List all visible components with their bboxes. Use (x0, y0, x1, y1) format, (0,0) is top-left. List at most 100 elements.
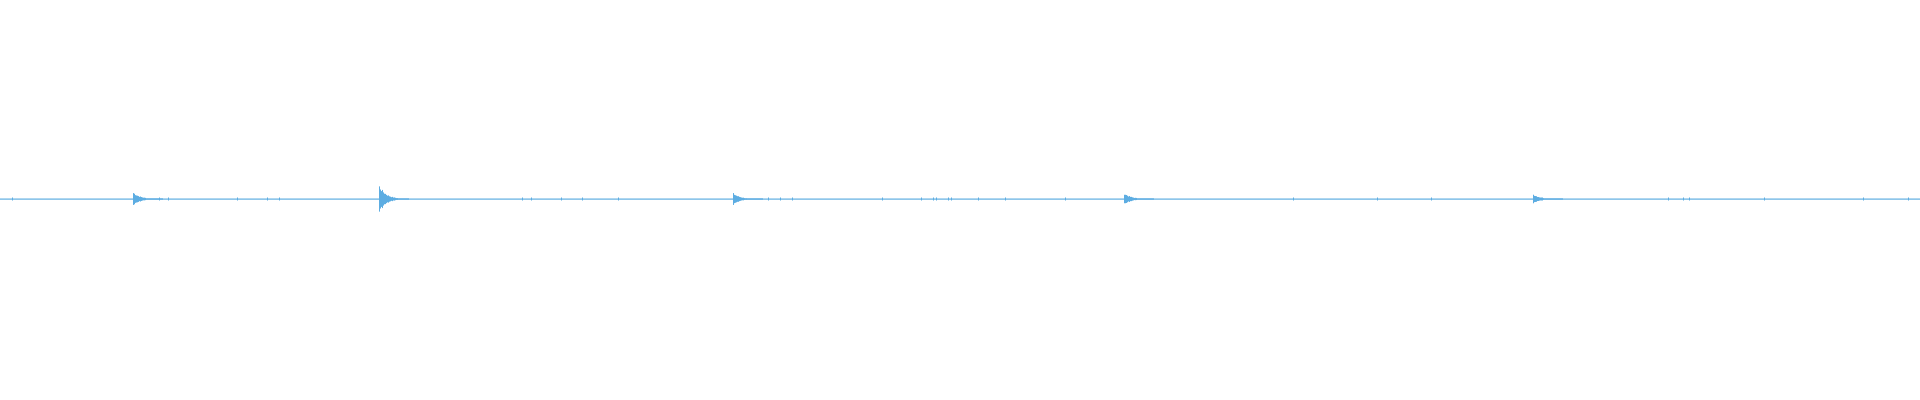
waveform-sample (390, 196, 391, 202)
waveform-sample (146, 198, 147, 200)
waveform-sample (744, 198, 745, 200)
waveform-sample (382, 189, 383, 209)
waveform-sample (582, 197, 583, 201)
waveform-sample (393, 197, 394, 201)
waveform-sample (1683, 197, 1684, 201)
waveform-sample (1548, 198, 1549, 200)
waveform-sample (618, 197, 619, 201)
waveform-sample (1147, 198, 1148, 200)
waveform-sample (1560, 198, 1561, 200)
waveform-sample (156, 198, 157, 200)
waveform-sample (768, 197, 769, 201)
waveform-sample (737, 196, 738, 202)
waveform-sample (267, 197, 268, 201)
waveform-sample (1536, 196, 1537, 202)
waveform-sample (951, 197, 952, 201)
waveform-sample (402, 198, 403, 200)
waveform-sample (760, 198, 761, 200)
waveform-sample (739, 196, 740, 202)
waveform-sample (792, 197, 793, 201)
waveform-sample (155, 198, 156, 200)
waveform-sample (145, 197, 146, 201)
waveform-sample (758, 198, 759, 200)
waveform-sample (1143, 198, 1144, 200)
waveform-transient (133, 193, 163, 205)
waveform-sample (1065, 197, 1066, 201)
waveform-sample (1562, 198, 1563, 200)
waveform-sample (1541, 197, 1542, 201)
waveform-sample (1130, 196, 1131, 202)
waveform-sample (383, 192, 384, 206)
waveform-sample (1151, 198, 1152, 200)
waveform-sample (404, 198, 405, 200)
waveform-sample (1139, 198, 1140, 200)
waveform-sample (401, 198, 402, 200)
waveform-sample (12, 197, 13, 201)
waveform-sample (1127, 195, 1128, 203)
waveform-sample (761, 198, 762, 200)
waveform-sample (1145, 198, 1146, 200)
waveform-sample (385, 193, 386, 205)
waveform-sample (1546, 198, 1547, 200)
waveform-sample (1550, 198, 1551, 200)
waveform-sample (936, 197, 937, 201)
waveform-sample (386, 194, 387, 204)
waveform-sample (1764, 197, 1765, 201)
waveform-sample (1293, 197, 1294, 201)
waveform-sample (152, 198, 153, 200)
waveform-sample (1537, 196, 1538, 202)
waveform-sample (1542, 197, 1543, 201)
waveform-sample (396, 198, 397, 200)
waveform-sample (1540, 197, 1541, 201)
waveform-sample (948, 197, 949, 201)
waveform-sample (1144, 198, 1145, 200)
waveform-sample (750, 198, 751, 200)
waveform-sample (1125, 194, 1126, 204)
waveform-transient (1124, 194, 1154, 204)
waveform-sample (160, 198, 161, 200)
waveform-sample (1132, 197, 1133, 201)
waveform-sample (753, 198, 754, 200)
waveform-sample (741, 197, 742, 201)
waveform-sample (1134, 197, 1135, 201)
waveform-sample (403, 198, 404, 200)
waveform-sample (1124, 194, 1125, 204)
waveform-sample (148, 198, 149, 200)
waveform-sample (384, 193, 385, 205)
waveform-sample (158, 198, 159, 200)
waveform-sample (531, 197, 532, 201)
waveform-sample (1135, 197, 1136, 201)
waveform-sample (735, 195, 736, 203)
waveform-sample (1863, 197, 1864, 201)
waveform-sample (133, 193, 134, 205)
waveform-sample (1152, 198, 1153, 200)
waveform-sample (1535, 196, 1536, 202)
waveform-sample (1142, 198, 1143, 200)
waveform-sample (405, 198, 406, 200)
waveform-sample (1538, 197, 1539, 201)
waveform-transient (379, 186, 409, 212)
waveform-sample (755, 198, 756, 200)
waveform-sample (759, 198, 760, 200)
waveform-sample (380, 189, 381, 209)
waveform-sample (379, 186, 380, 212)
waveform-sample (780, 197, 781, 201)
waveform-sample (138, 196, 139, 202)
waveform-sample (1559, 198, 1560, 200)
waveform-sample (1377, 197, 1378, 201)
waveform-sample (1689, 197, 1690, 201)
waveform-sample (743, 197, 744, 201)
waveform-sample (1533, 194, 1534, 204)
waveform-sample (144, 197, 145, 201)
waveform-sample (561, 197, 562, 201)
waveform-sample (733, 193, 734, 205)
waveform-sample (395, 197, 396, 201)
waveform-sample (1544, 198, 1545, 200)
waveform-sample (1539, 197, 1540, 201)
waveform-sample (398, 198, 399, 200)
waveform-sample (522, 197, 523, 201)
waveform-sample (734, 194, 735, 204)
waveform-sample (153, 198, 154, 200)
waveform-sample (1146, 198, 1147, 200)
waveform-sample (137, 195, 138, 203)
